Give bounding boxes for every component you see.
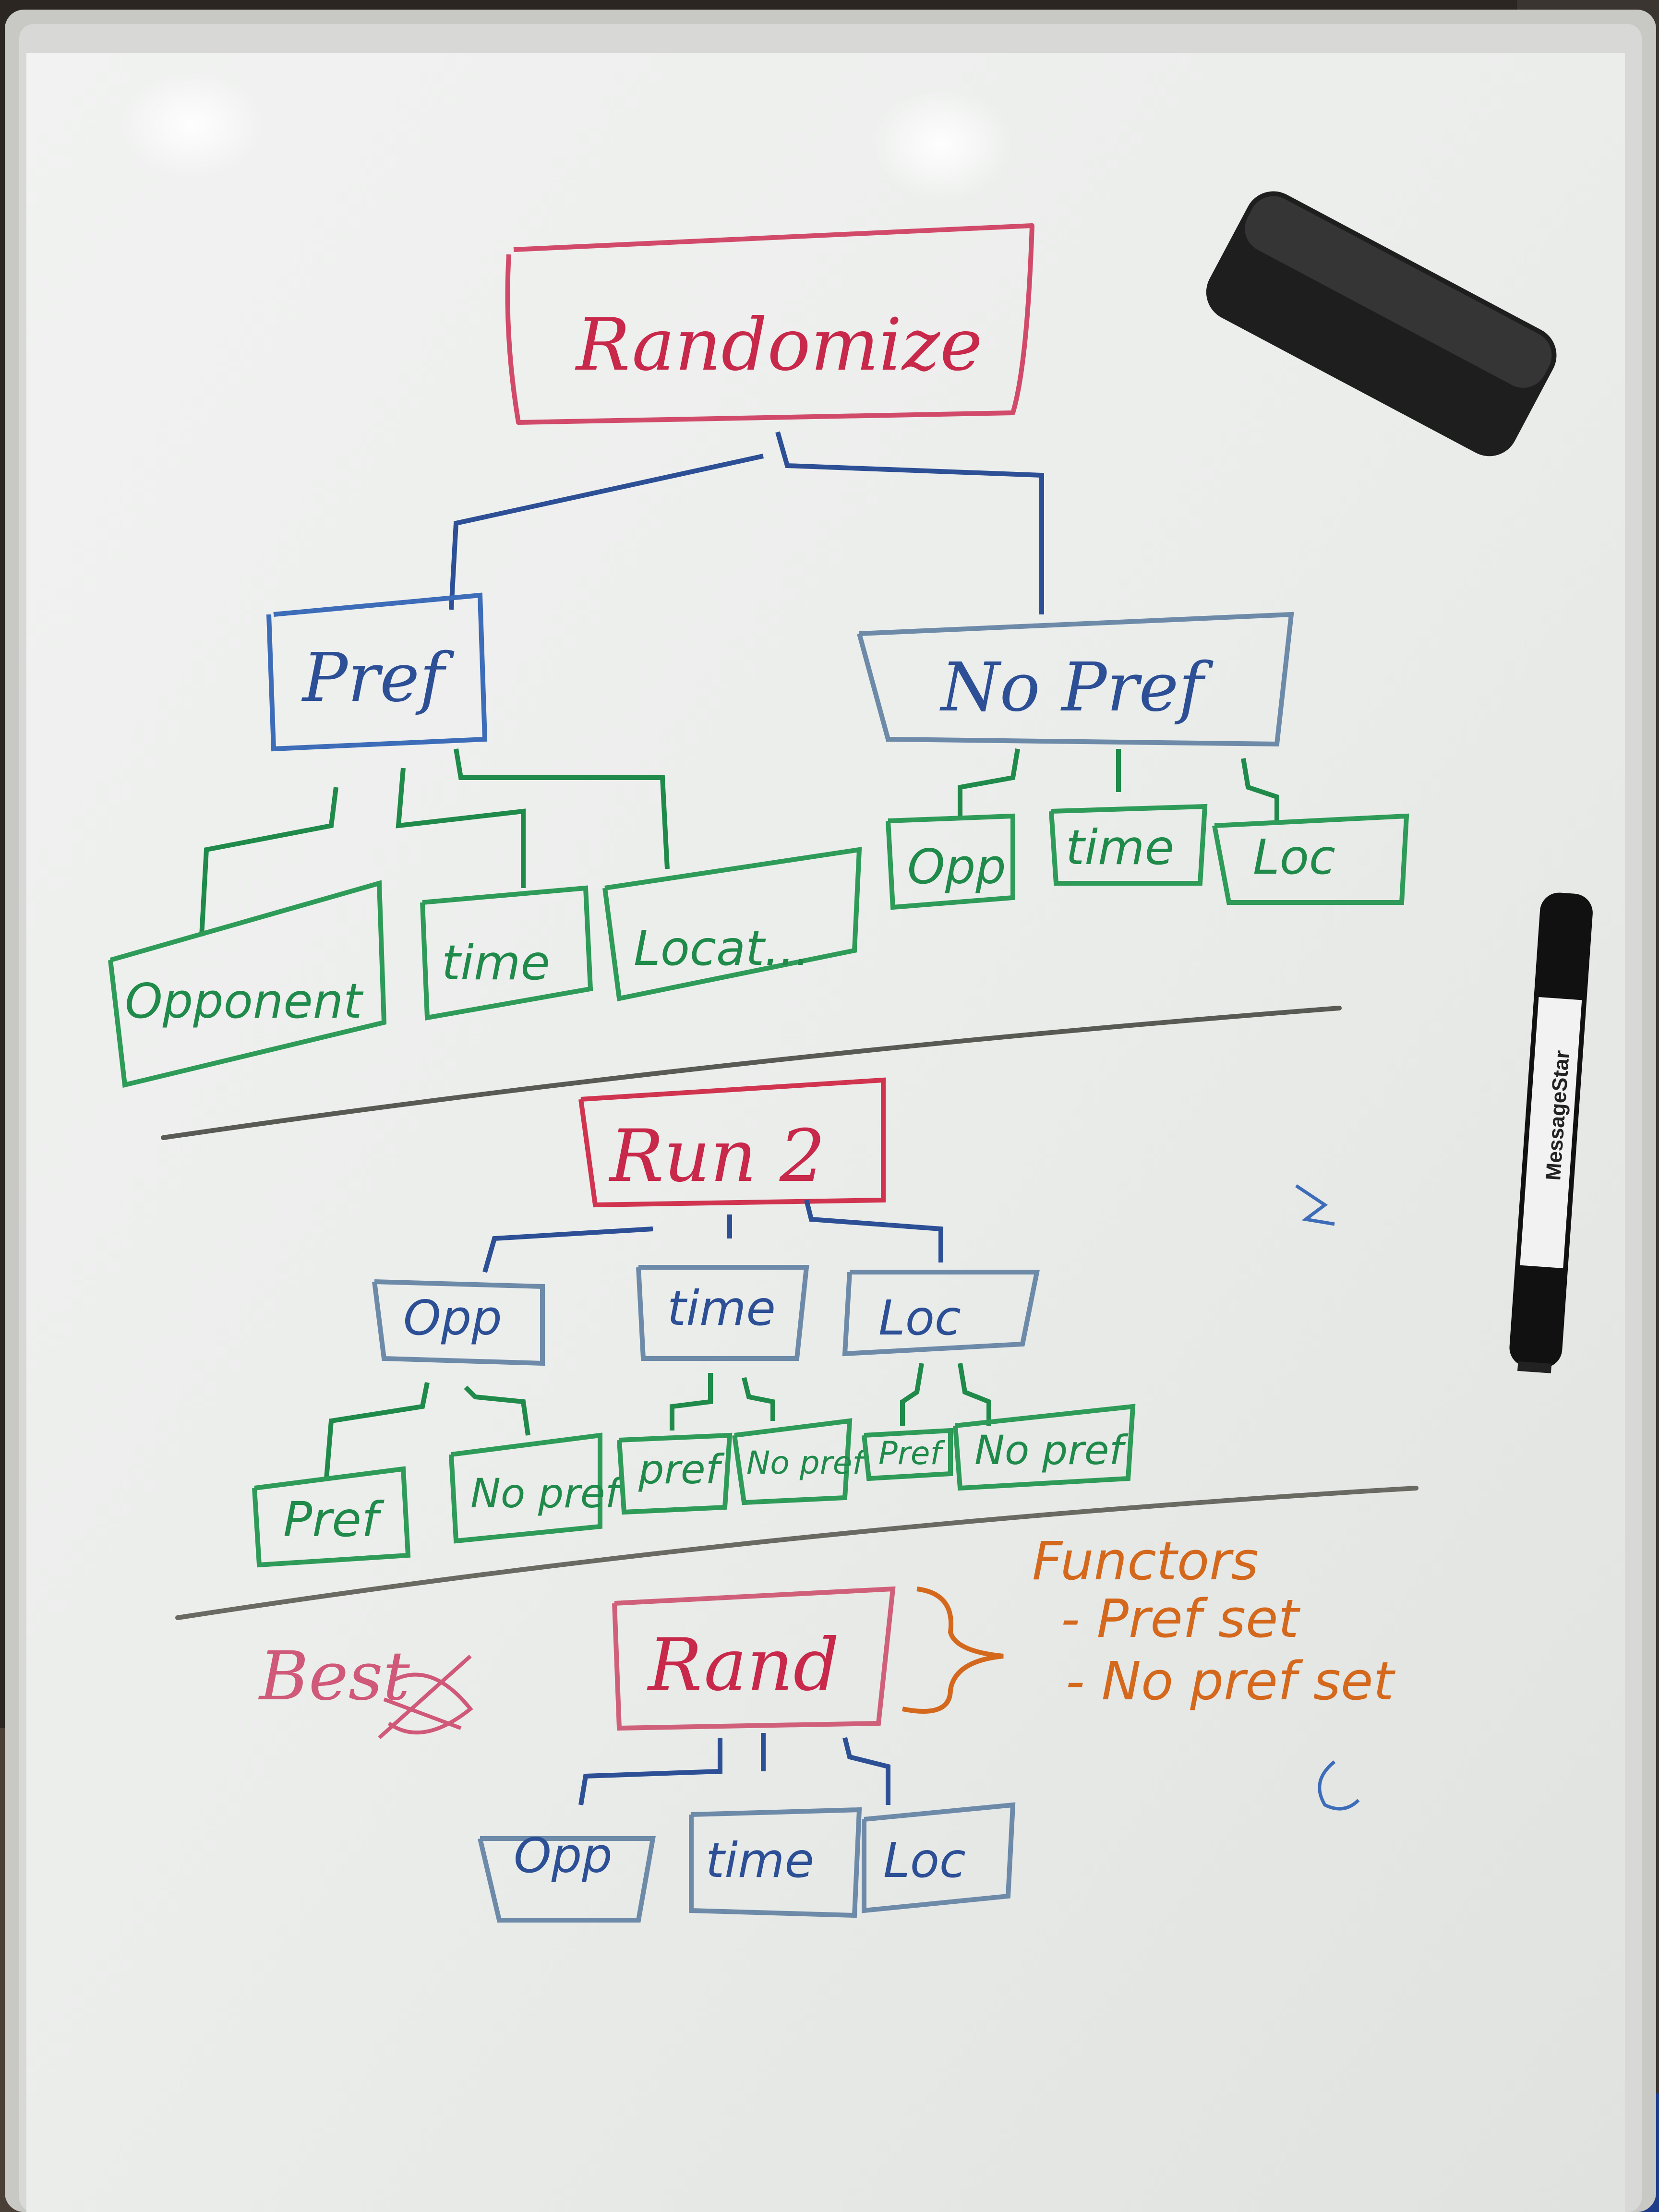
pref-label-3: pref — [638, 1446, 725, 1493]
nopref-box-3 — [732, 1418, 853, 1505]
nopref-box-4 — [953, 1404, 1136, 1491]
nopref-label-2: No pref — [470, 1470, 625, 1517]
best-scribble — [378, 1655, 473, 1739]
opp-label-1: Opp — [907, 839, 1006, 895]
opp-box-1 — [886, 813, 1015, 910]
time-label-3: time — [667, 1280, 776, 1336]
rand-to-loc-line — [842, 1737, 890, 1805]
loc-box-1 — [1212, 813, 1409, 905]
run2-label: Run 2 — [608, 1115, 825, 1198]
pref-box — [266, 592, 488, 752]
section-1: Randomize Pref No Pref Opponent time Loc… — [108, 223, 1409, 1088]
randomize-box — [505, 223, 1034, 425]
functors-title: Functors — [1032, 1530, 1259, 1592]
functors-item-1: - Pref set — [1061, 1588, 1301, 1649]
best-label: Best — [258, 1637, 410, 1716]
loc-label-1: Loc — [1253, 829, 1335, 885]
nopref-label: No Pref — [939, 649, 1214, 727]
pref-label: Pref — [301, 639, 455, 717]
loc-to-pref-line — [900, 1363, 924, 1426]
time-label-1: time — [442, 935, 550, 991]
board-surface — [26, 53, 1625, 2212]
blue-doodle-2 — [1318, 1760, 1360, 1811]
pref-box-3 — [617, 1432, 733, 1515]
time-box-3 — [636, 1265, 809, 1361]
rand-label: Rand — [647, 1623, 839, 1707]
nopref-to-opp-line — [958, 748, 1020, 816]
opp-label-2: Opp — [403, 1290, 502, 1346]
time-label-4: time — [706, 1832, 814, 1888]
nopref-label-3: No pref — [746, 1444, 867, 1481]
time-box-2 — [1049, 804, 1208, 886]
pref-to-time-line — [396, 768, 526, 888]
pref-label-4: Pref — [878, 1435, 946, 1472]
time-to-pref-line — [670, 1373, 713, 1431]
section-3: Rand Functors - Pref set - No pref set B… — [258, 1184, 1396, 1923]
location-label: Locat... — [634, 920, 810, 976]
loc-label-2: Loc — [878, 1290, 961, 1346]
nopref-box — [857, 612, 1294, 747]
pref-to-location-line — [454, 748, 670, 869]
pref-box-2 — [252, 1466, 411, 1568]
rand-to-opp-line — [578, 1738, 722, 1805]
loc-box-2 — [842, 1270, 1040, 1357]
opp-to-pref-line — [324, 1382, 430, 1479]
randomize-label: Randomize — [575, 303, 983, 387]
pref-box-4 — [862, 1428, 953, 1481]
root-to-nopref-line — [775, 431, 1044, 614]
nopref-to-loc-line — [1241, 758, 1279, 821]
run2-box — [578, 1077, 886, 1208]
divider-1 — [161, 1006, 1342, 1140]
root-to-pref-line — [449, 454, 764, 610]
loc-box-3 — [862, 1802, 1016, 1913]
eraser — [1206, 191, 1557, 457]
opp-label-3: Opp — [514, 1827, 613, 1884]
opponent-box — [108, 880, 387, 1088]
pref-label-2: Pref — [283, 1491, 385, 1548]
functors-brace — [902, 1587, 1004, 1714]
light-glare-2 — [869, 86, 1013, 202]
divider-2 — [175, 1486, 1419, 1620]
time-label-2: time — [1066, 819, 1174, 876]
section-2: Run 2 Opp time Loc Pref No pref pref No … — [252, 1077, 1136, 1568]
rand-box — [612, 1586, 896, 1731]
marker-pen — [1509, 892, 1593, 1373]
loc-label-3: Loc — [883, 1832, 966, 1888]
light-glare-1 — [120, 72, 264, 178]
opp-box-3 — [478, 1836, 656, 1923]
time-box-4 — [689, 1807, 862, 1918]
time-box-1 — [420, 885, 593, 1021]
opponent-label: Opponent — [125, 973, 364, 1029]
nopref-label-4: No pref — [974, 1427, 1129, 1474]
time-to-nopref-line — [742, 1377, 775, 1421]
run2-to-loc-line — [804, 1199, 943, 1262]
functors-item-2: - No pref set — [1066, 1650, 1396, 1712]
opp-to-nopref-line — [464, 1385, 530, 1436]
blue-doodle-1 — [1295, 1184, 1335, 1226]
nopref-box-2 — [449, 1432, 602, 1544]
opp-box-2 — [372, 1279, 545, 1366]
run2-to-opp-line — [482, 1226, 653, 1273]
location-box — [602, 847, 862, 1001]
pref-to-opponent-line — [199, 787, 338, 937]
loc-to-nopref-line — [958, 1363, 991, 1426]
